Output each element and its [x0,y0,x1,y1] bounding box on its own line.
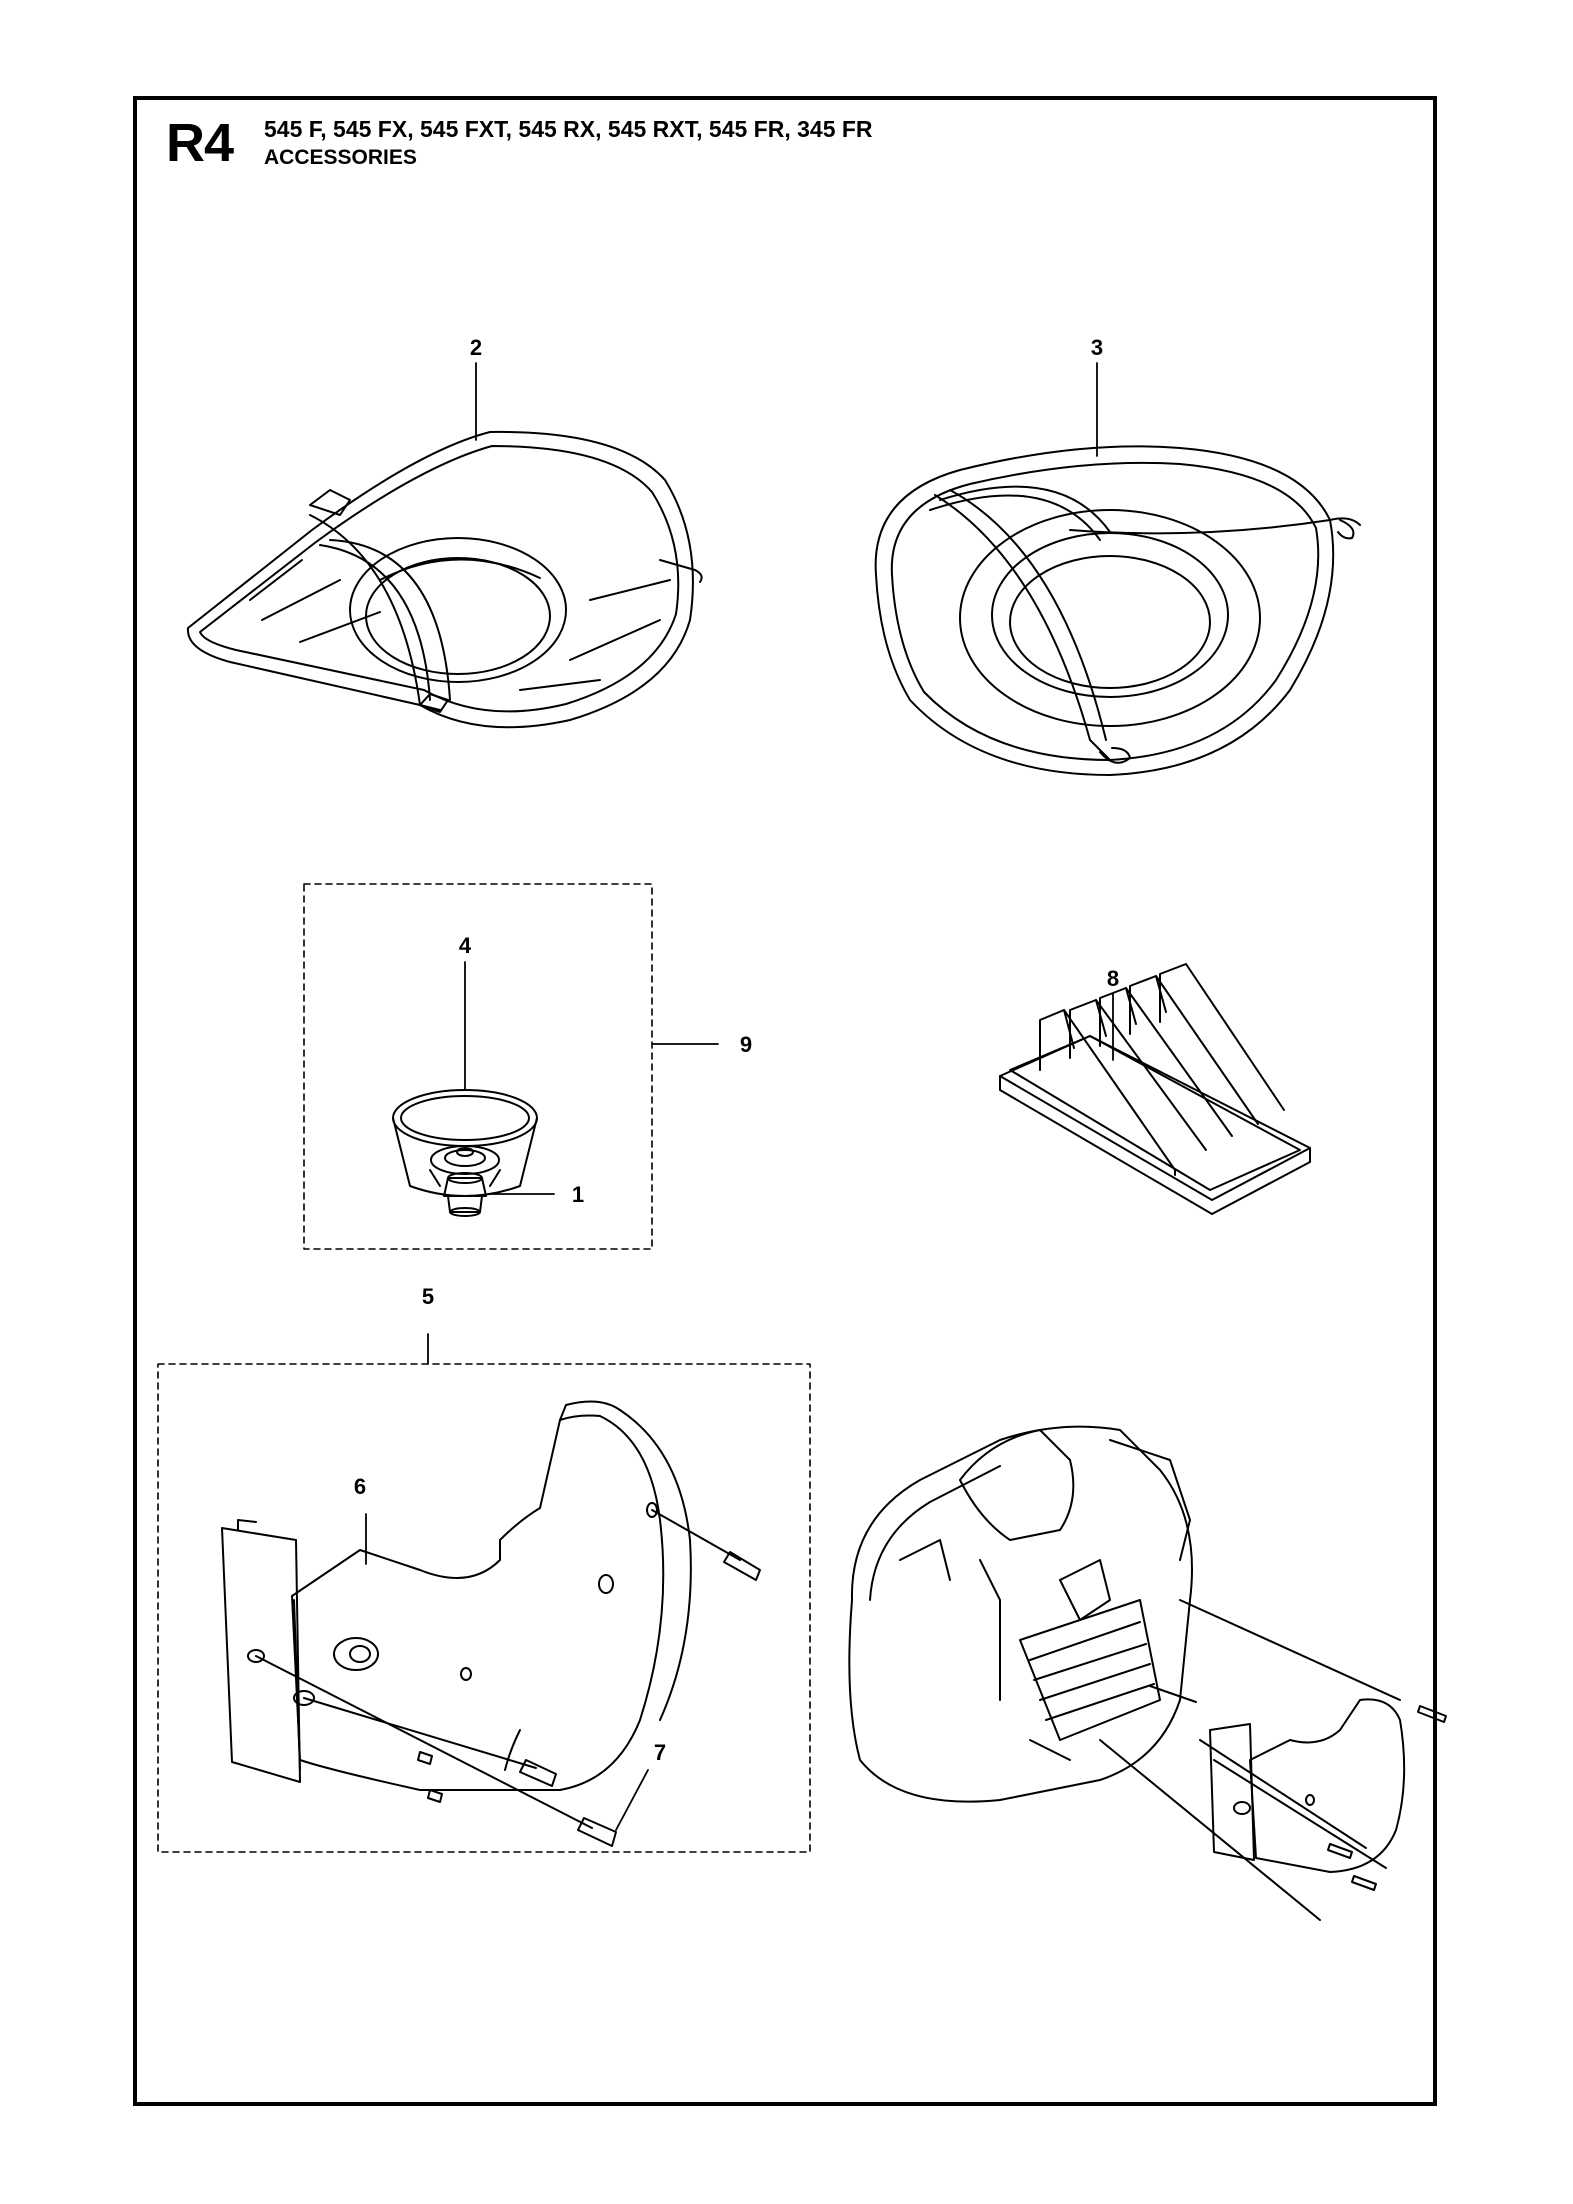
section-code: R4 [166,113,234,173]
engine-cover-icon [1209,1698,1447,1891]
round-cover-icon [874,445,1361,776]
callout-6: 6 [354,1474,366,1499]
engine-cover-icon [221,1400,692,1803]
callout-5: 5 [422,1284,434,1309]
kit-5-box [157,1363,811,1853]
nut-icon [443,1172,487,1217]
screw-icon [255,1509,761,1847]
callout-9: 9 [740,1032,752,1057]
section-subtitle: ACCESSORIES [264,146,417,169]
diagram-frame [133,96,1437,2106]
leader-lines [365,362,1114,1831]
kit-9-box [303,883,653,1250]
callout-4: 4 [459,933,472,958]
guard-cover-icon [186,430,703,729]
callout-1: 1 [572,1182,584,1207]
callout-3: 3 [1091,335,1103,360]
callout-7: 7 [654,1740,666,1765]
air-filter-icon [999,963,1311,1215]
cup-icon [392,1089,538,1197]
callout-8: 8 [1107,966,1119,991]
engine-icon [848,1425,1401,1921]
callout-2: 2 [470,335,482,360]
model-list: 545 F, 545 FX, 545 FXT, 545 RX, 545 RXT,… [264,116,873,142]
